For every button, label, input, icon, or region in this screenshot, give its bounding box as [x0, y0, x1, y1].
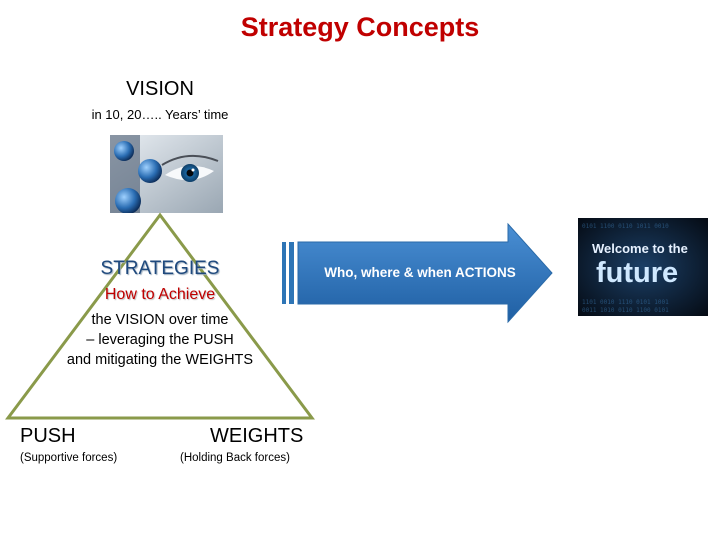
actions-arrow — [282, 222, 553, 324]
how-to-achieve: How to Achieve — [104, 286, 216, 303]
svg-text:0011 1010 0110 1100 0101: 0011 1010 0110 1100 0101 — [582, 307, 669, 314]
svg-text:0101 1100 0110 1011 0010: 0101 1100 0110 1011 0010 — [582, 223, 669, 230]
actions-label: Who, where & when ACTIONS — [324, 265, 516, 280]
page-title: Strategy Concepts — [240, 12, 480, 42]
vision-heading: VISION — [126, 78, 194, 100]
strategies-line-2: – leveraging the PUSH — [86, 332, 234, 348]
push-label: PUSH — [20, 425, 76, 447]
strategies-heading: STRATEGIES — [100, 258, 220, 279]
strategies-line-1: the VISION over time — [91, 312, 229, 328]
welcome-to-the-future-image: 0101 1100 0110 1011 0010 1101 0010 1110 … — [578, 218, 708, 316]
push-subtitle: (Supportive forces) — [20, 452, 118, 464]
arrow-body — [297, 222, 553, 324]
svg-text:1101 0010 1110 0101 1001: 1101 0010 1110 0101 1001 — [582, 299, 669, 306]
svg-text:Welcome to the: Welcome to the — [592, 241, 688, 256]
vision-eye-image — [110, 135, 223, 213]
vision-subtitle: in 10, 20….. Years’ time — [91, 107, 229, 122]
strategies-line-3: and mitigating the WEIGHTS — [66, 352, 254, 368]
arrow-stripe-1 — [282, 242, 286, 304]
arrow-stripe-2 — [289, 242, 294, 304]
svg-text:future: future — [596, 257, 678, 289]
strategies-description: the VISION over time – leveraging the PU… — [40, 310, 280, 370]
weights-label: WEIGHTS — [210, 425, 304, 447]
weights-subtitle: (Holding Back forces) — [180, 452, 290, 464]
